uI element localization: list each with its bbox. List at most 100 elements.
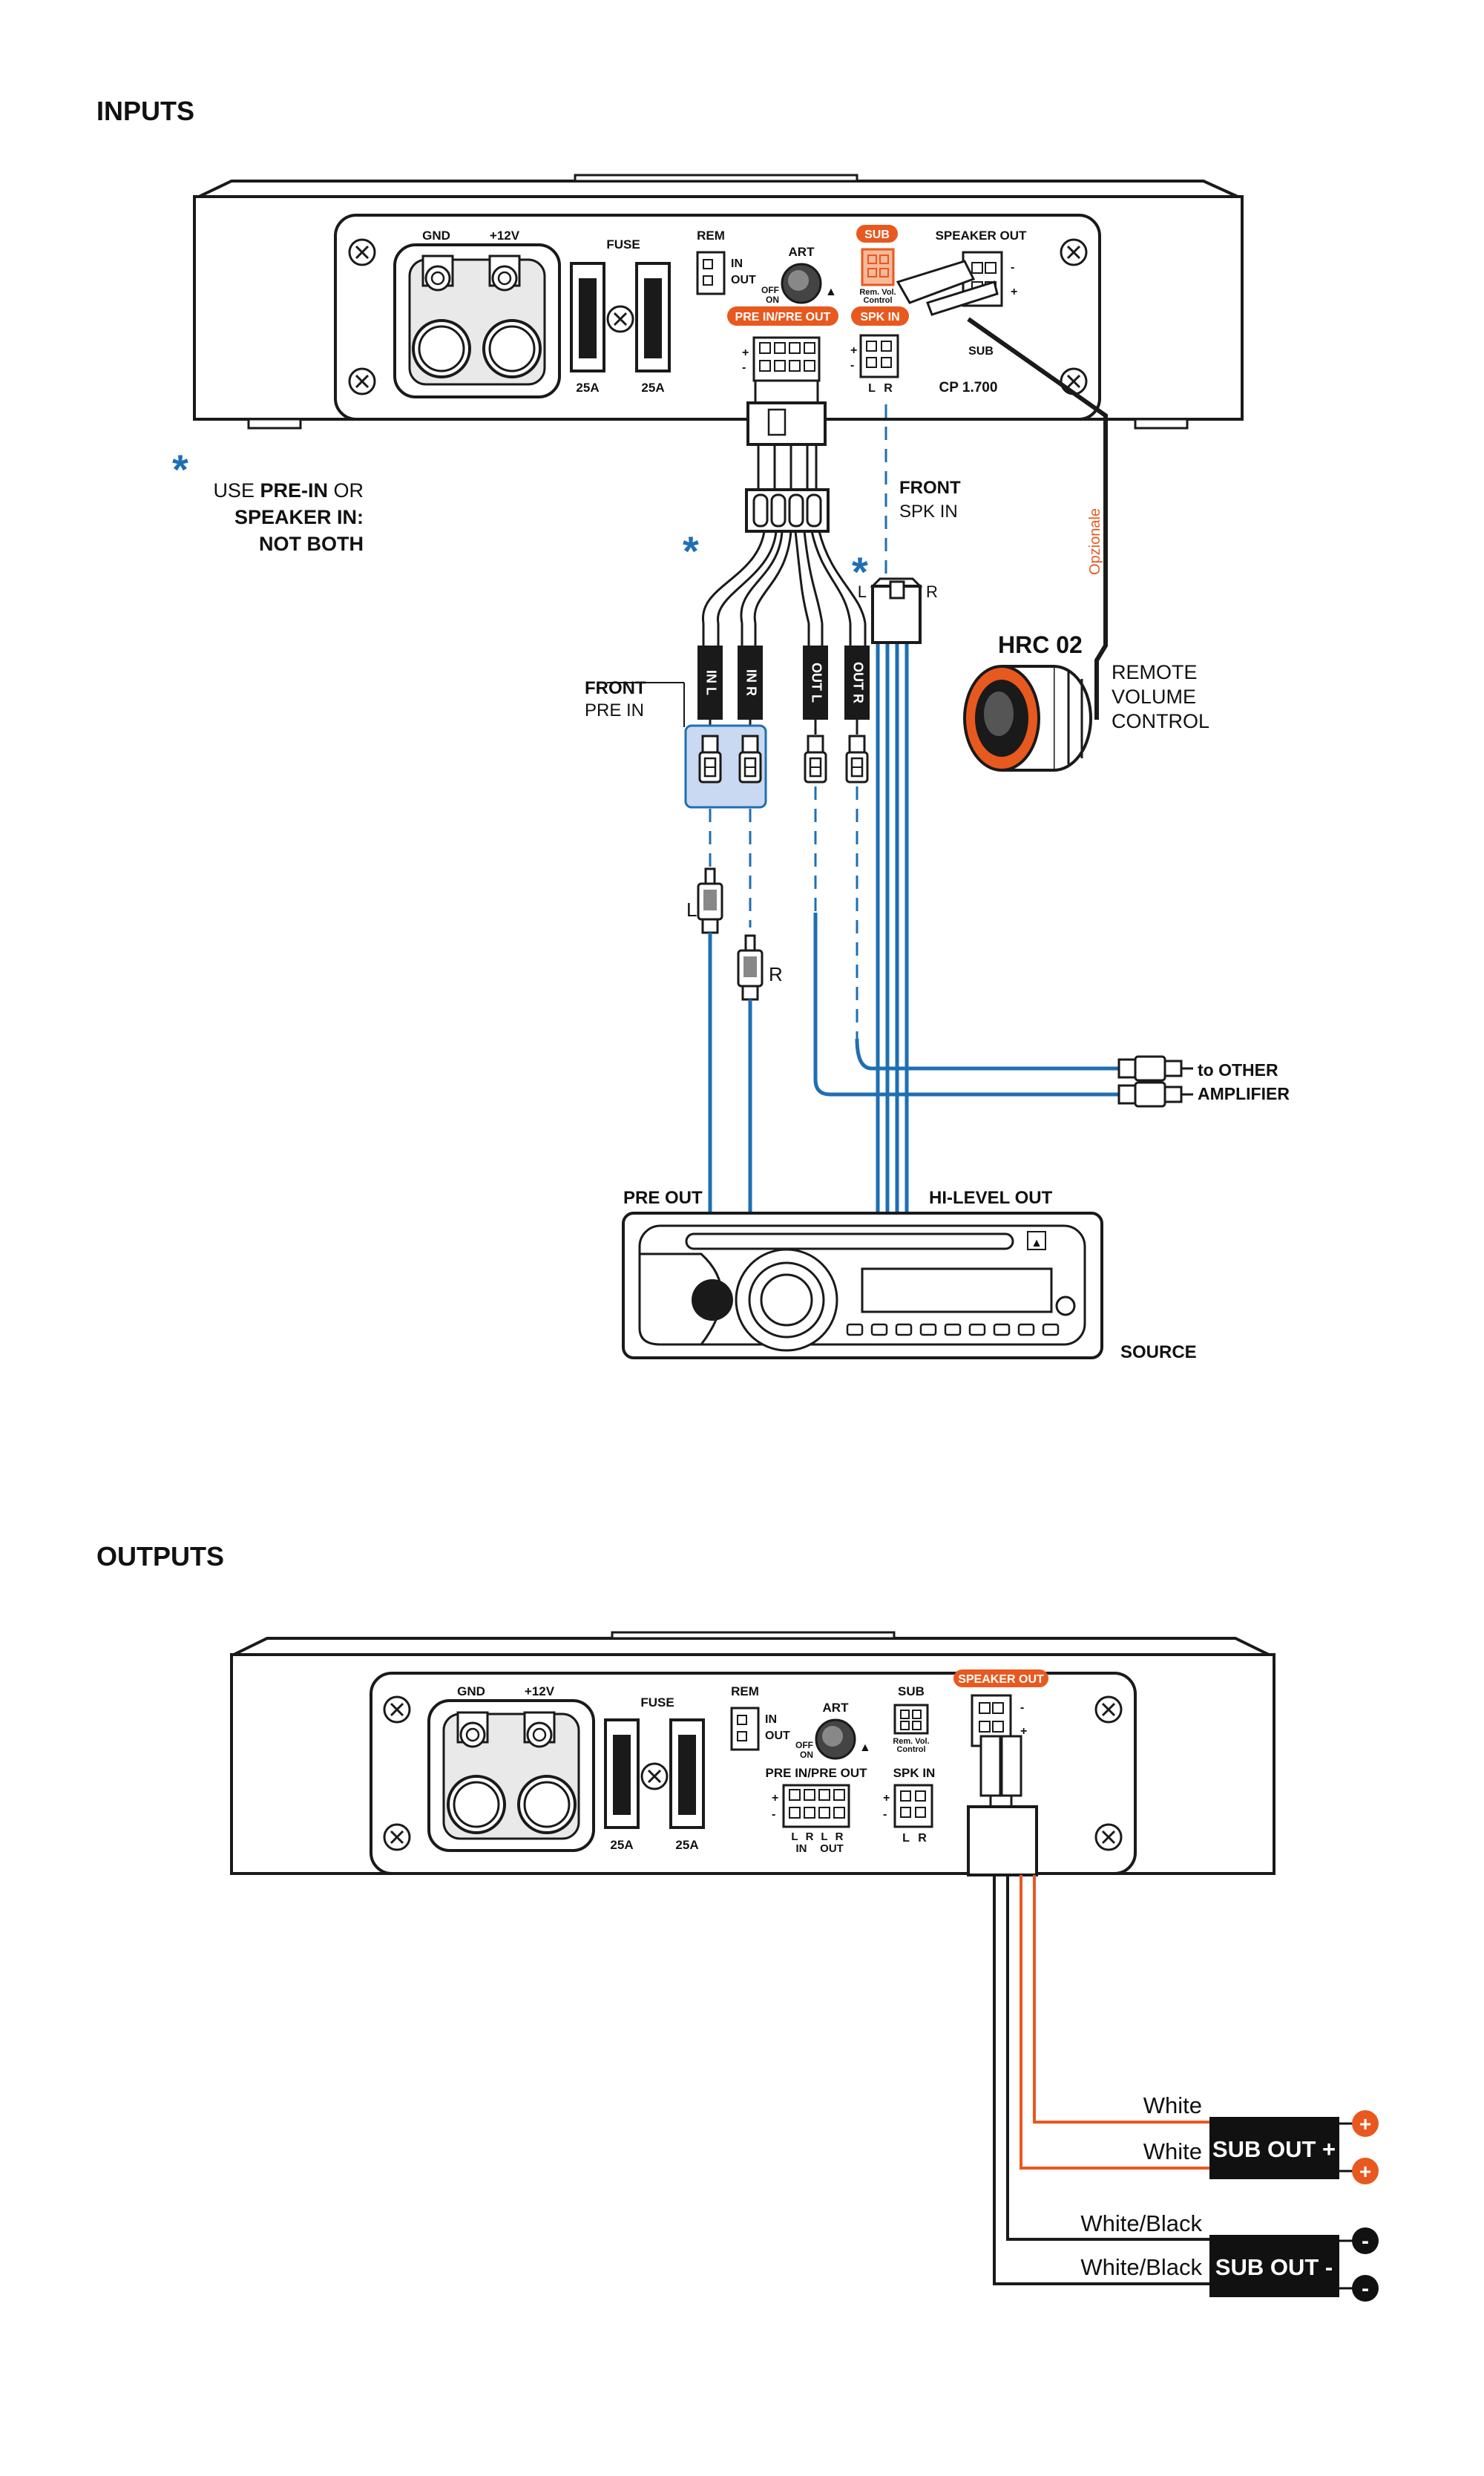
rem-connector: REM IN OUT [696,229,756,295]
screw-icon [1060,238,1088,266]
minus-terminal-icon [1352,2275,1379,2302]
spk-in-connector-2: SPK IN + - L R [883,1766,935,1845]
art-switch-2: ART OFF ON ▲ [795,1701,871,1760]
rca-r-label: R [769,963,783,985]
screw-icon [348,367,376,395]
rem-connector-2: REM IN OUT [730,1684,790,1751]
fuse-block-2: FUSE 25A 25A [604,1695,705,1852]
screw-icon [348,238,376,266]
spk-out-plus: + [1011,286,1017,298]
fuse2-b-label: 25A [675,1838,698,1852]
harness-r: R [926,582,938,601]
sub-plug-label: SUB [968,345,994,358]
hrc-cable [967,317,1108,720]
gnd-label: GND [422,229,450,243]
fuse-block: FUSE 25A 25A [570,237,671,395]
rem-vol2-label: Rem. Vol. [893,1737,929,1746]
pre2-label: PRE IN/PRE OUT [766,1766,868,1780]
spk2-plus: + [883,1792,890,1805]
amp-top-body [198,180,1238,198]
hrc-desc2: VOLUME [1112,686,1196,708]
spk-minus: - [850,359,854,372]
spk-out2-plus: + [1020,1725,1027,1738]
screw-icon [640,1762,669,1790]
dashed-blue-lines [709,404,887,1039]
fuse-a-label: 25A [576,381,599,395]
spk-plus: + [850,344,857,357]
spk-in-label: SPK IN [860,311,899,324]
hrc-name: HRC 02 [998,631,1083,658]
plus-sign-1: + [1359,2112,1371,2135]
rem-label: REM [697,229,725,243]
art2-label: ART [823,1701,850,1715]
plus-terminal-icon [1352,2158,1379,2184]
rca-out-icon [1117,1055,1195,1082]
pre-harness [702,379,867,646]
art-person-icon: ▲ [825,286,837,298]
art-off-label: OFF [761,285,779,295]
note-line1: USE PRE-IN OR [213,479,364,502]
fuse-b-label: 25A [641,381,664,395]
plus-sign-2: + [1359,2160,1371,2183]
control2-label: Control [896,1745,925,1754]
inputs-title: INPUTS [96,96,194,126]
sub-out-minus-block: SUB OUT - - - [1209,2227,1379,2302]
tag-out-l: OUT L [809,663,824,703]
art2-person-icon: ▲ [859,1741,871,1754]
spk2-label: SPK IN [893,1766,936,1780]
pre-plus: + [742,347,749,359]
source-head-unit: ▲ [622,1212,1103,1359]
power-terminal-block: GND +12V [393,229,561,398]
pre2-l: L [791,1830,798,1843]
spk2-r: R [918,1832,927,1845]
hrc-desc3: CONTROL [1112,710,1209,732]
rca-female-icon [738,735,762,784]
amp2-top-body [233,1637,1270,1656]
power-terminal-block-2: GND +12V [427,1684,595,1852]
solid-blue-wires [708,642,1132,1213]
screw-icon [383,1823,411,1851]
note-line2: SPEAKER IN: [234,506,364,528]
spk2-l: L [902,1832,910,1845]
wire-white-black-1: White/Black [1080,2210,1202,2236]
sub-out-plus-label: SUB OUT + [1212,2136,1336,2162]
rem-vol-label: Rem. Vol. [859,288,896,297]
control-label: Control [863,296,892,305]
wire-white-2: White [1143,2138,1202,2164]
note-line1-bold: PRE-IN [260,479,328,502]
wire-white-1: White [1143,2092,1202,2118]
sub-out-minus-label: SUB OUT - [1215,2254,1333,2280]
note-line1-pre: USE [213,479,260,502]
rca-plug-l [697,867,723,934]
rem2-in-label: IN [765,1713,777,1726]
tag-out-r: OUT R [850,662,865,703]
rca-out-icon [1117,1081,1195,1108]
rem2-out-label: OUT [765,1730,790,1742]
pre2-l2: L [821,1830,827,1843]
pre2-r2: R [835,1830,844,1843]
sub2-label: SUB [898,1684,925,1698]
rem2-label: REM [731,1684,759,1698]
eject-icon: ▲ [1031,1237,1043,1250]
front-pre-in-sub: PRE IN [585,700,644,720]
plus-terminal-icon [1352,2110,1379,2137]
v12-label: +12V [490,229,520,243]
output-plug [967,1735,1038,1876]
to-other-2: AMPLIFIER [1198,1084,1290,1103]
art-switch: ART OFF ON ▲ [761,245,837,305]
minus-sign-1: - [1362,2229,1369,2253]
v12-2-label: +12V [525,1684,555,1698]
amp-foot-right [1134,418,1189,430]
front-spk-in-title: FRONT [899,478,961,498]
screw-icon [383,1695,411,1724]
pre2-r: R [806,1830,814,1843]
sub-connector-2: SUB Rem. Vol. Control [893,1684,929,1754]
front-spk-in-sub: SPK IN [899,502,958,522]
speaker-out2-label: SPEAKER OUT [958,1673,1044,1686]
speaker-out-connector: SPEAKER OUT - + SUB CP 1.700 [896,229,1027,395]
speaker-out-label: SPEAKER OUT [936,229,1027,243]
amp-foot-left [247,418,302,430]
art-on-label: ON [766,295,779,305]
pre-asterisk: * [683,528,699,574]
